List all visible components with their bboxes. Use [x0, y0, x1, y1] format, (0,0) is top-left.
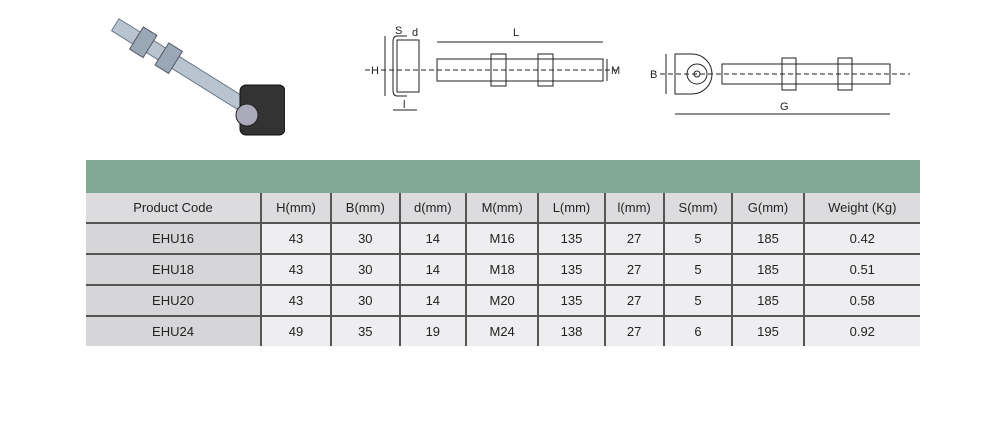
table-cell: EHU24	[86, 316, 261, 346]
label-L: L	[513, 27, 519, 39]
table-cell: G(mm)	[731, 193, 804, 224]
table-cell: 35	[329, 316, 400, 346]
table-cell: Weight (Kg)	[802, 193, 920, 224]
table-cell: 135	[537, 223, 605, 255]
table-cell: M24	[464, 316, 539, 346]
table-cell: 14	[398, 285, 466, 317]
table-cell: 0.42	[802, 223, 920, 255]
label-H: H	[371, 65, 379, 77]
table-cell: 0.51	[802, 254, 920, 286]
table-cell: 30	[329, 285, 400, 317]
table-cell: 0.58	[802, 285, 920, 317]
table-cell: M20	[464, 285, 539, 317]
table-cell: 135	[537, 285, 605, 317]
table-cell: 195	[731, 316, 804, 346]
table-cell: 5	[662, 223, 733, 255]
table-cell: M16	[464, 223, 539, 255]
table-cell: 27	[603, 223, 664, 255]
table-cell: 138	[537, 316, 605, 346]
label-G: G	[780, 101, 789, 113]
table-cell: 0.92	[802, 316, 920, 346]
table-cell: 14	[398, 254, 466, 286]
table-cell: 14	[398, 223, 466, 255]
table-cell: 135	[537, 254, 605, 286]
table-cell: 6	[662, 316, 733, 346]
table-cell: 43	[260, 223, 331, 255]
table-cell: 27	[603, 316, 664, 346]
table-cell: d(mm)	[398, 193, 466, 224]
label-S: S	[395, 25, 402, 37]
table-cell: EHU16	[86, 223, 261, 255]
label-l: l	[403, 99, 405, 111]
table-cell: 30	[329, 223, 400, 255]
table-cell: M(mm)	[464, 193, 539, 224]
table-cell: S(mm)	[662, 193, 733, 224]
table-cell: 185	[731, 254, 804, 286]
table-cell: 43	[260, 285, 331, 317]
table-cell: 185	[731, 285, 804, 317]
table-cell: M18	[464, 254, 539, 286]
top-view-drawing: B G	[650, 53, 910, 115]
table-cell: 49	[260, 316, 331, 346]
label-d: d	[412, 27, 418, 39]
table-cell: 19	[398, 316, 466, 346]
table-title-band	[86, 160, 920, 193]
table-cell: 5	[662, 285, 733, 317]
table-cell: Product Code	[86, 193, 261, 224]
table-cell: 5	[662, 254, 733, 286]
table-cell: 185	[731, 223, 804, 255]
table-cell: 30	[329, 254, 400, 286]
table-cell: EHU20	[86, 285, 261, 317]
table-cell: B(mm)	[329, 193, 400, 224]
table-cell: 27	[603, 285, 664, 317]
side-view-drawing: S d L H M l	[365, 25, 620, 111]
table-cell: 27	[603, 254, 664, 286]
table-cell: 43	[260, 254, 331, 286]
label-M: M	[611, 65, 620, 77]
table-cell: l(mm)	[603, 193, 664, 224]
label-B: B	[650, 69, 657, 81]
table-cell: H(mm)	[260, 193, 331, 224]
product-photo	[110, 18, 285, 136]
table-cell: EHU18	[86, 254, 261, 286]
table-cell: L(mm)	[537, 193, 605, 224]
